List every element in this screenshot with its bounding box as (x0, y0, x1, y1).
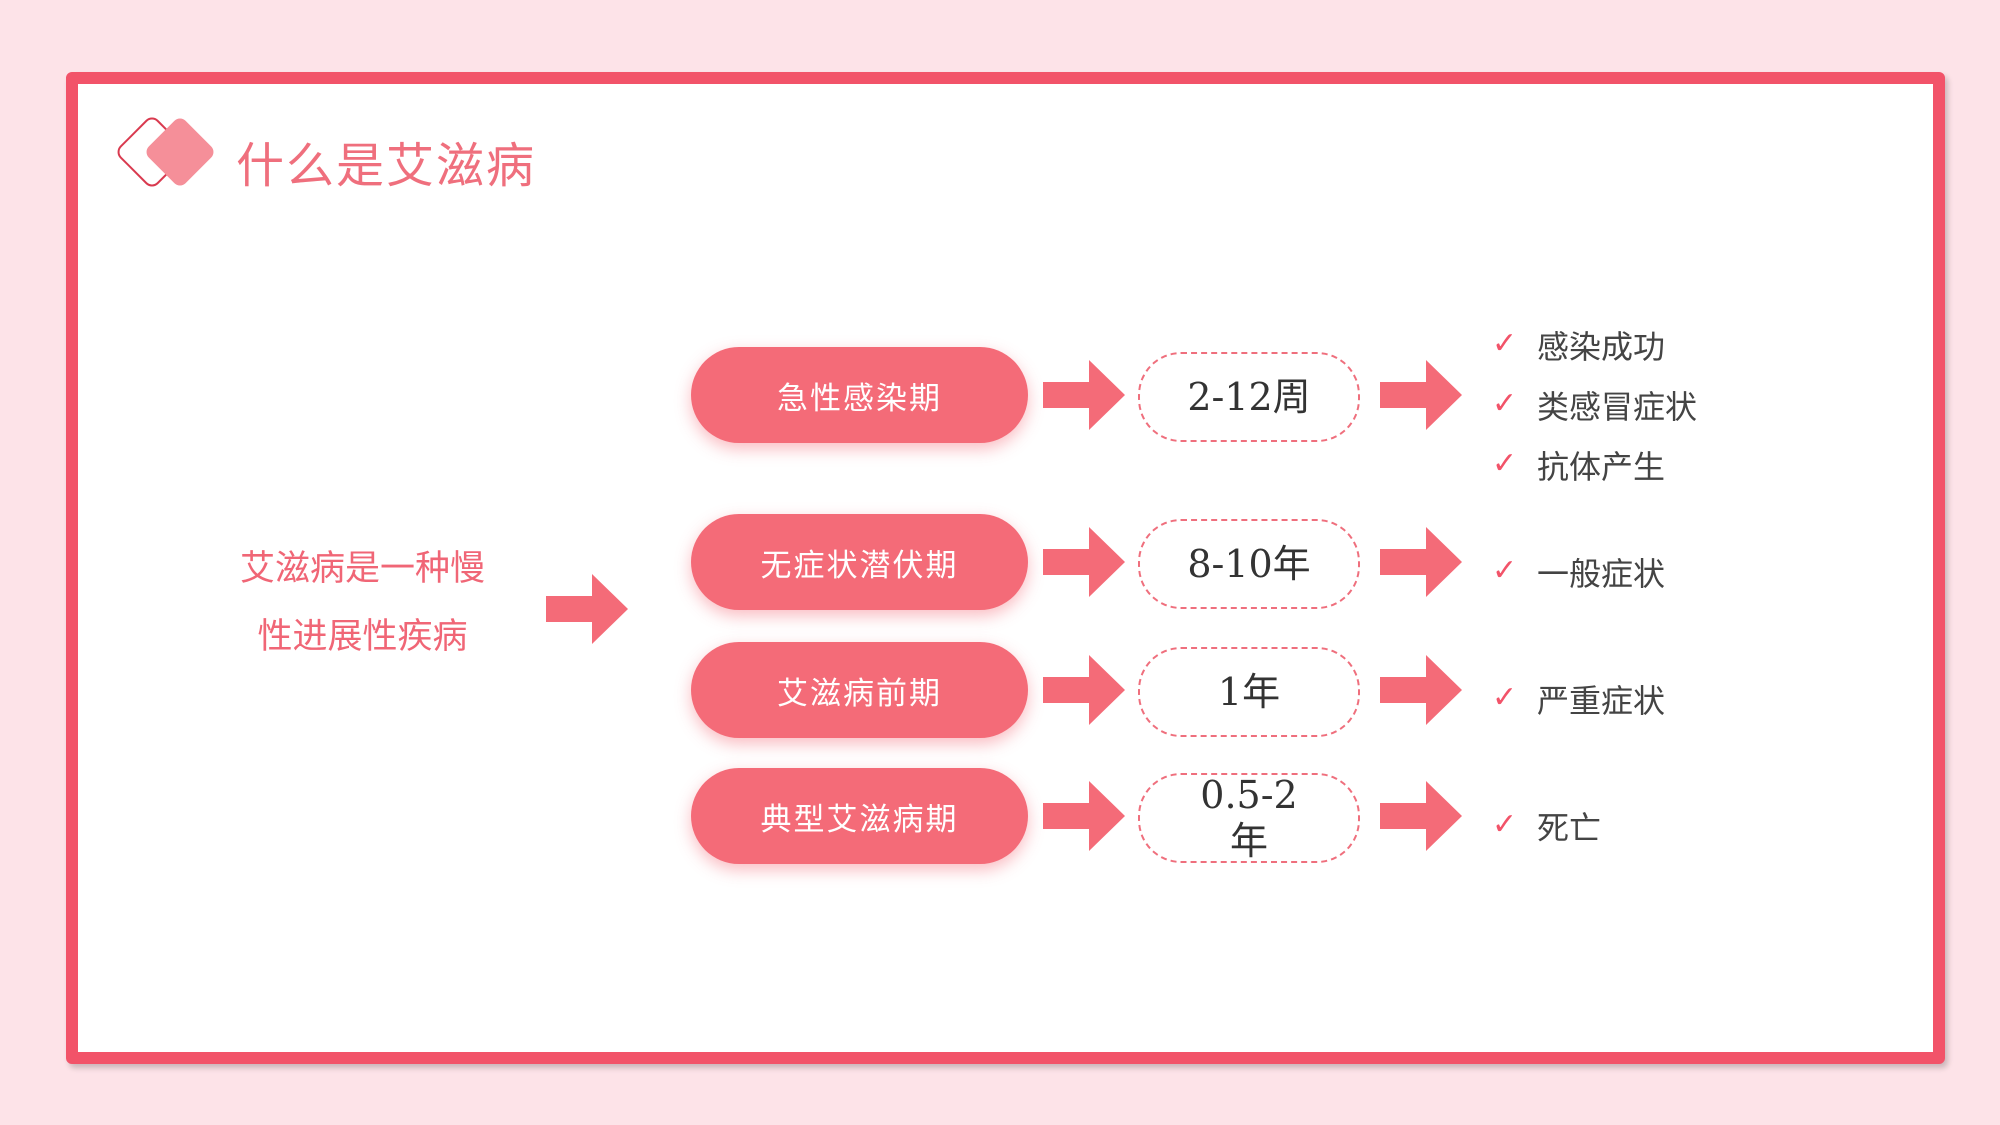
duration-box: 2-12周 (1138, 352, 1360, 442)
stage-pill: 艾滋病前期 (691, 642, 1028, 738)
arrow-right-icon (1380, 655, 1462, 725)
duration-box: 0.5-2年 (1138, 773, 1360, 863)
arrow-right-icon (1043, 655, 1125, 725)
intro-line-1: 艾滋病是一种慢 (239, 549, 485, 589)
duration-box: 1年 (1138, 647, 1360, 737)
arrow-right-icon (1043, 781, 1125, 851)
duration-text: 2-12周 (1187, 375, 1311, 419)
page-title: 什么是艾滋病 (236, 138, 537, 194)
intro-text: 艾滋病是一种慢 性进展性疾病 (200, 535, 525, 671)
duration-text: 0.5-2年 (1200, 773, 1298, 863)
check-icon: ✓ (1492, 807, 1518, 842)
stage-pill: 急性感染期 (691, 347, 1028, 443)
check-icon: ✓ (1492, 446, 1518, 481)
symptom-item: 感染成功 (1537, 328, 1666, 366)
symptom-item: 类感冒症状 (1537, 388, 1698, 426)
check-icon: ✓ (1492, 326, 1518, 361)
check-icon: ✓ (1492, 680, 1518, 715)
arrow-right-icon (1043, 360, 1125, 430)
intro-line-2: 性进展性疾病 (257, 617, 468, 657)
arrow-right-icon (546, 574, 628, 644)
stage-pill: 无症状潜伏期 (691, 514, 1028, 610)
symptom-item: 抗体产生 (1537, 448, 1666, 486)
symptom-item: 一般症状 (1537, 555, 1666, 593)
arrow-right-icon (1380, 781, 1462, 851)
arrow-right-icon (1380, 360, 1462, 430)
stage-pill: 典型艾滋病期 (691, 768, 1028, 864)
check-icon: ✓ (1492, 386, 1518, 421)
diamond-logo-icon (117, 117, 214, 187)
duration-text: 8-10年 (1187, 542, 1311, 586)
arrow-right-icon (1043, 527, 1125, 597)
arrow-right-icon (1380, 527, 1462, 597)
duration-text: 1年 (1217, 670, 1281, 714)
symptom-item: 严重症状 (1537, 682, 1666, 720)
duration-box: 8-10年 (1138, 519, 1360, 609)
check-icon: ✓ (1492, 553, 1518, 588)
symptom-item: 死亡 (1537, 809, 1602, 847)
